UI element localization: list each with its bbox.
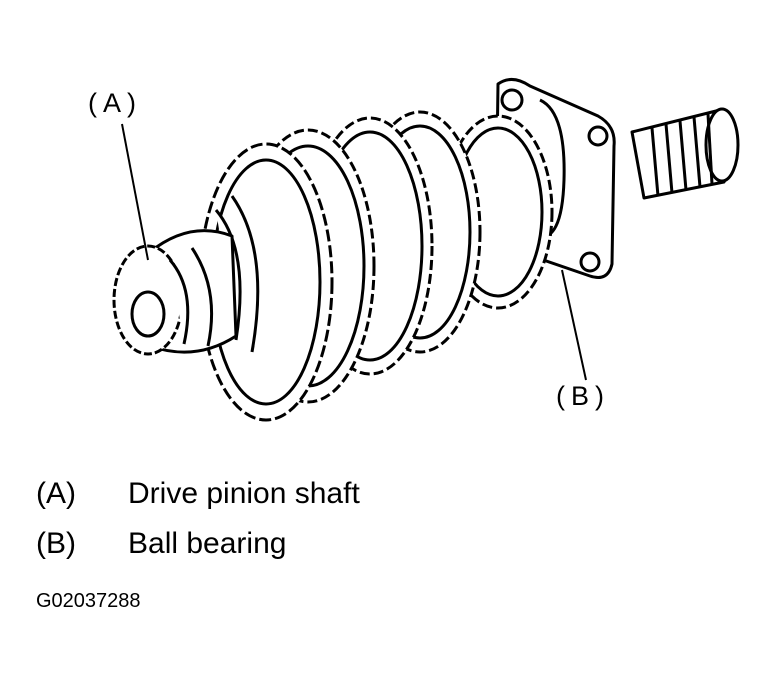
splined-shaft-end [630, 107, 740, 200]
leader-line-a [121, 123, 149, 261]
legend-label: Ball bearing [128, 527, 287, 560]
figure-code: G02037288 [36, 590, 141, 612]
drive-pinion-head [112, 229, 238, 356]
legend-key: (B) [36, 527, 76, 560]
callout-label-b: (B) [556, 381, 610, 411]
legend-row: (B) Ball bearing [36, 527, 286, 561]
legend-key: (A) [36, 477, 76, 510]
legend-label: Drive pinion shaft [128, 477, 360, 510]
leader-line-b [561, 269, 587, 381]
legend-row: (A) Drive pinion shaft [36, 477, 360, 511]
callout-label-a: (A) [88, 88, 142, 118]
gear-shaft-illustration [112, 78, 740, 422]
